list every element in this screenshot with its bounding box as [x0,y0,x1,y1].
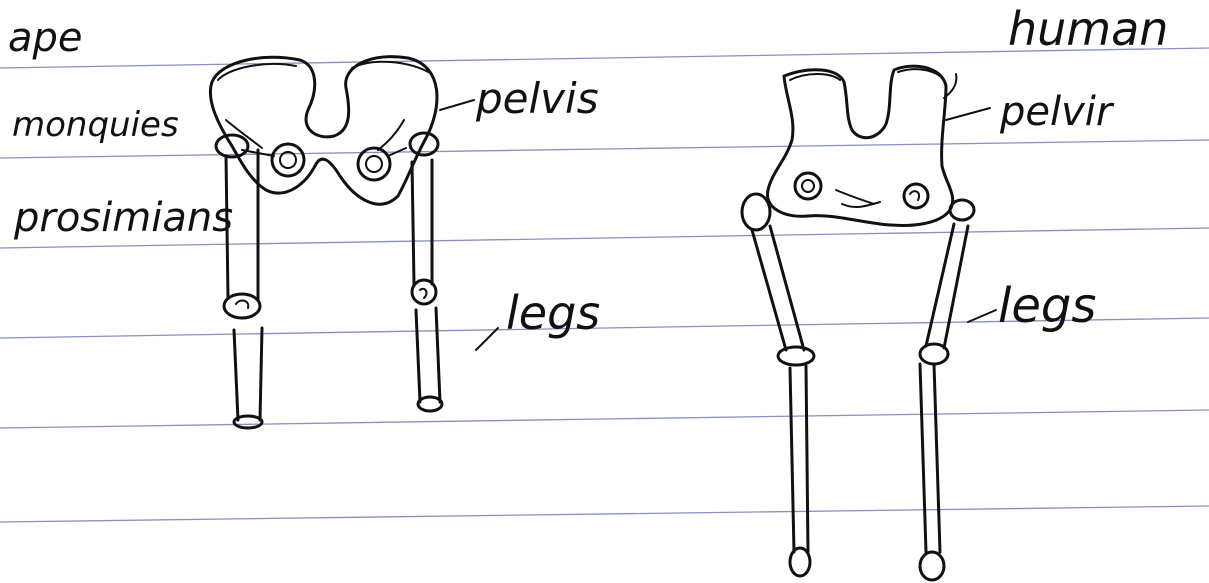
human-left-hip-socket [795,173,821,199]
human-right-hip-socket [904,184,928,208]
human-right-leg [920,224,968,580]
pelvis-pointer-line [440,100,474,110]
human-left-femur-head [742,194,770,230]
human-legs-label: legs [998,282,1096,330]
ape-pelvis [210,57,438,205]
human-right-foot [920,552,944,580]
human-left-leg [752,226,814,576]
pelvis-pointer-line [946,108,990,120]
prosimians-label: prosimians [14,198,233,238]
human-left-knee [778,347,814,365]
ape-left-hip-socket [272,144,304,176]
human-right-knee [920,344,948,364]
legs-pointer-line [968,310,996,322]
monkeys-label: monquies [12,108,179,142]
ape-right-hip-socket [358,148,390,180]
human-label: human [1008,6,1168,52]
human-pelvis [742,66,974,230]
ape-right-leg [412,160,442,411]
human-left-foot [790,548,810,576]
ape-left-foot [234,416,262,428]
ape-left-knee [224,294,260,318]
ape-left-leg [224,150,262,428]
legs-pointer-line [476,328,498,350]
human-pelvis-label: pelvir [1000,92,1112,132]
ape-right-foot [418,397,442,411]
ape-label: ape [8,18,83,58]
ape-pelvis-label: pelvis [476,78,599,120]
ape-right-knee [412,280,436,304]
ape-legs-label: legs [506,290,600,336]
human-right-femur-head [950,200,974,220]
